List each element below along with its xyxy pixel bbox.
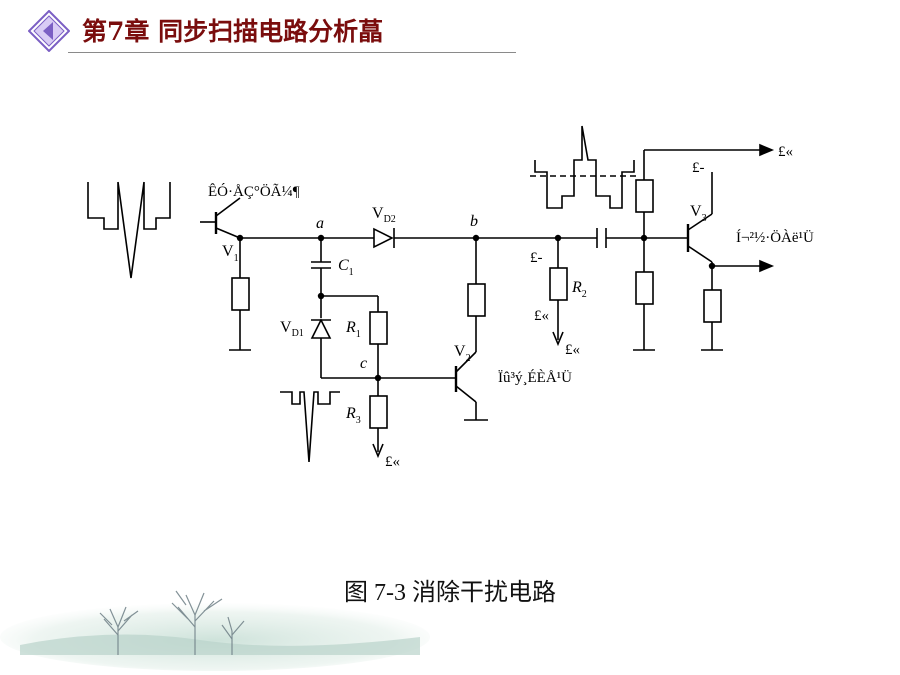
node-a-label: a: [316, 215, 324, 232]
r3-resistor: [369, 395, 388, 429]
r3-supply-arrow: [372, 443, 384, 459]
r2-top-label: £-: [530, 250, 543, 266]
r2-label: R2: [571, 279, 587, 300]
vd1-label: VD1: [280, 319, 304, 339]
r3-label: R3: [345, 405, 361, 426]
node-c-label: c: [360, 355, 367, 372]
v2-function-label: Ïû³ý¸ÉÈÅ¹Ü: [498, 369, 572, 386]
out-top-arrowhead: [759, 143, 775, 157]
r2-resistor: [549, 267, 568, 301]
v3-bias-resistor-bottom: [635, 271, 654, 305]
v3-function-label: Í¬²½·ÖÀë¹Ü: [736, 229, 814, 246]
out-top-label: £«: [778, 144, 793, 160]
landscape-decoration: [0, 590, 430, 671]
c1-label: C1: [338, 257, 354, 278]
input-waveform: [87, 181, 171, 279]
chapter-title: 第7章 同步扫描电路分析蕌: [82, 17, 384, 46]
node-b-label: b: [470, 213, 478, 230]
diamond-arrow-icon: [28, 10, 70, 52]
r2-supply-label: £«: [565, 342, 580, 358]
r2-supply-arrow: [552, 331, 564, 347]
tree-icon: [99, 590, 245, 655]
r3-supply-label: £«: [385, 454, 400, 470]
r1-resistor: [369, 311, 388, 345]
composite-waveform: [534, 125, 635, 209]
v3-supply-label: £-: [692, 160, 705, 176]
vd1-diode: [310, 318, 332, 339]
v3-emitter-resistor: [703, 289, 722, 323]
v1-emitter: [215, 227, 241, 239]
v3-label: V3: [690, 203, 707, 224]
v1-emitter-resistor: [231, 277, 250, 311]
r1-label: R1: [345, 319, 361, 340]
slide-header: 第7章 同步扫描电路分析蕌: [28, 8, 516, 54]
figure-caption: 图 7-3 消除干扰电路: [344, 580, 556, 606]
vd2-diode: [373, 227, 394, 249]
v2-collector-resistor: [467, 283, 486, 317]
v1-collector: [215, 197, 241, 217]
node-c-waveform: [280, 391, 340, 463]
input-stage-label: ÊÓ·ÅÇ°ÖÃ¼¶: [208, 183, 300, 200]
r2-left-label: £«: [534, 308, 549, 324]
junction-dots: [236, 234, 716, 382]
v1-label: V1: [222, 243, 239, 264]
vd2-label: VD2: [372, 205, 396, 225]
v2-label: V2: [454, 343, 471, 364]
v3-bias-resistor-top: [635, 179, 654, 213]
header-divider: [68, 52, 516, 53]
out-emitter-arrowhead: [759, 259, 775, 273]
